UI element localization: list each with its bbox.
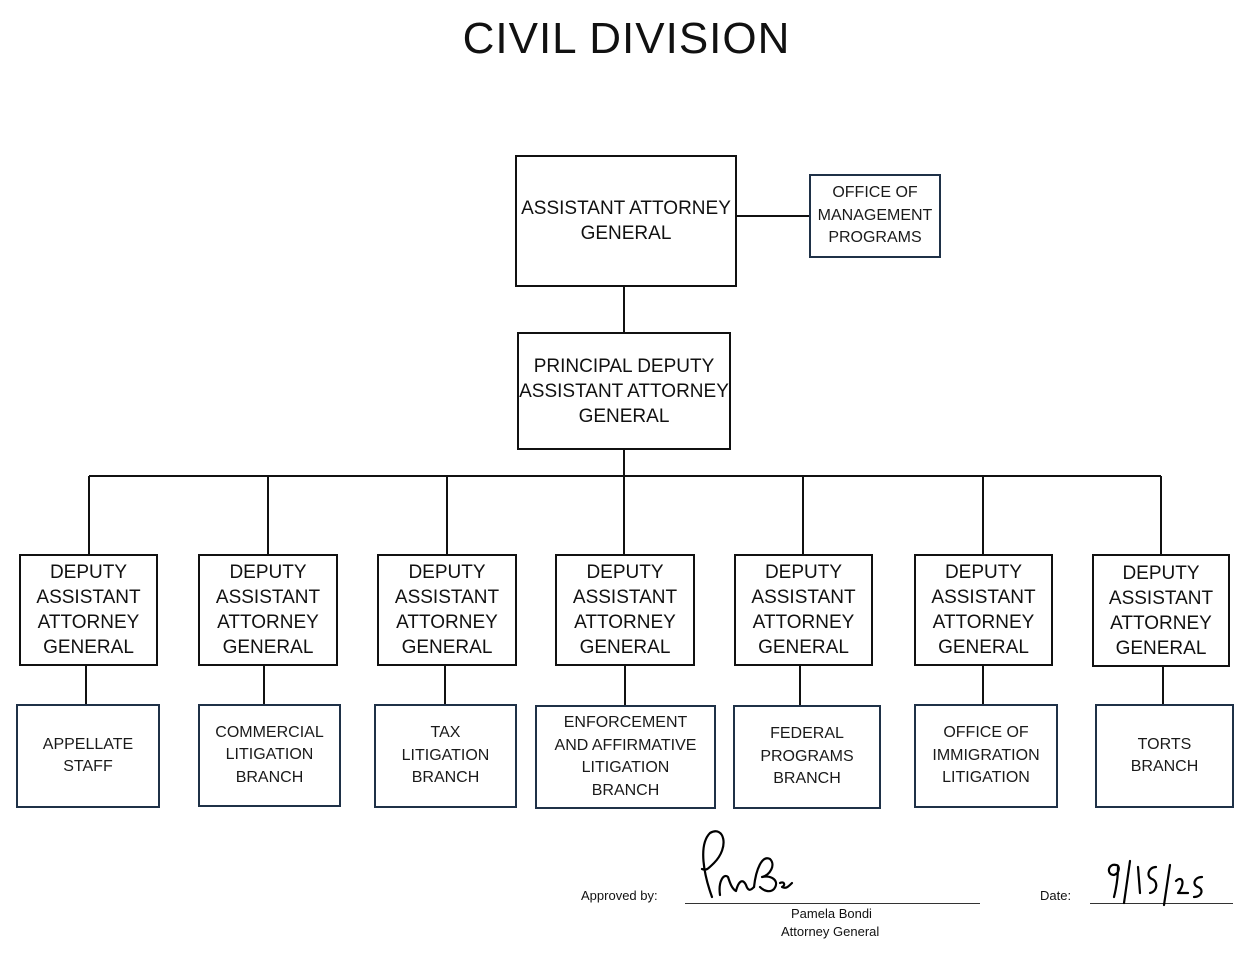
torts-branch-box: TORTS BRANCH [1095, 704, 1234, 808]
assistant-attorney-general-box: ASSISTANT ATTORNEY GENERAL [515, 155, 737, 287]
date-label: Date: [1040, 888, 1072, 903]
deputy-aag-box-4: DEPUTY ASSISTANT ATTORNEY GENERAL [555, 554, 695, 666]
principal-deputy-aag-box: PRINCIPAL DEPUTY ASSISTANT ATTORNEY GENE… [517, 332, 731, 450]
handwritten-date-image [1107, 859, 1204, 907]
enforcement-affirmative-litigation-branch-box: ENFORCEMENT AND AFFIRMATIVE LITIGATION B… [535, 705, 716, 809]
signer-position: Attorney General [781, 924, 880, 939]
deputy-aag-box-5: DEPUTY ASSISTANT ATTORNEY GENERAL [734, 554, 873, 666]
signature-line [685, 903, 980, 904]
tax-litigation-branch-box: TAX LITIGATION BRANCH [374, 704, 517, 808]
deputy-aag-box-3: DEPUTY ASSISTANT ATTORNEY GENERAL [377, 554, 517, 666]
federal-programs-branch-box: FEDERAL PROGRAMS BRANCH [733, 705, 881, 809]
appellate-staff-box: APPELLATE STAFF [16, 704, 160, 808]
office-of-management-programs-box: OFFICE OF MANAGEMENT PROGRAMS [809, 174, 941, 258]
date-line [1090, 903, 1233, 904]
office-of-immigration-litigation-box: OFFICE OF IMMIGRATION LITIGATION [914, 704, 1058, 808]
deputy-aag-box-7: DEPUTY ASSISTANT ATTORNEY GENERAL [1092, 554, 1230, 667]
signer-name: Pamela Bondi [791, 906, 872, 921]
approved-by-label: Approved by: [581, 888, 658, 903]
signature-image [700, 830, 794, 899]
deputy-aag-box-2: DEPUTY ASSISTANT ATTORNEY GENERAL [198, 554, 338, 666]
commercial-litigation-branch-box: COMMERCIAL LITIGATION BRANCH [198, 704, 341, 807]
chart-title: CIVIL DIVISION [462, 14, 791, 63]
deputy-aag-box-6: DEPUTY ASSISTANT ATTORNEY GENERAL [914, 554, 1053, 666]
deputy-aag-box-1: DEPUTY ASSISTANT ATTORNEY GENERAL [19, 554, 158, 666]
